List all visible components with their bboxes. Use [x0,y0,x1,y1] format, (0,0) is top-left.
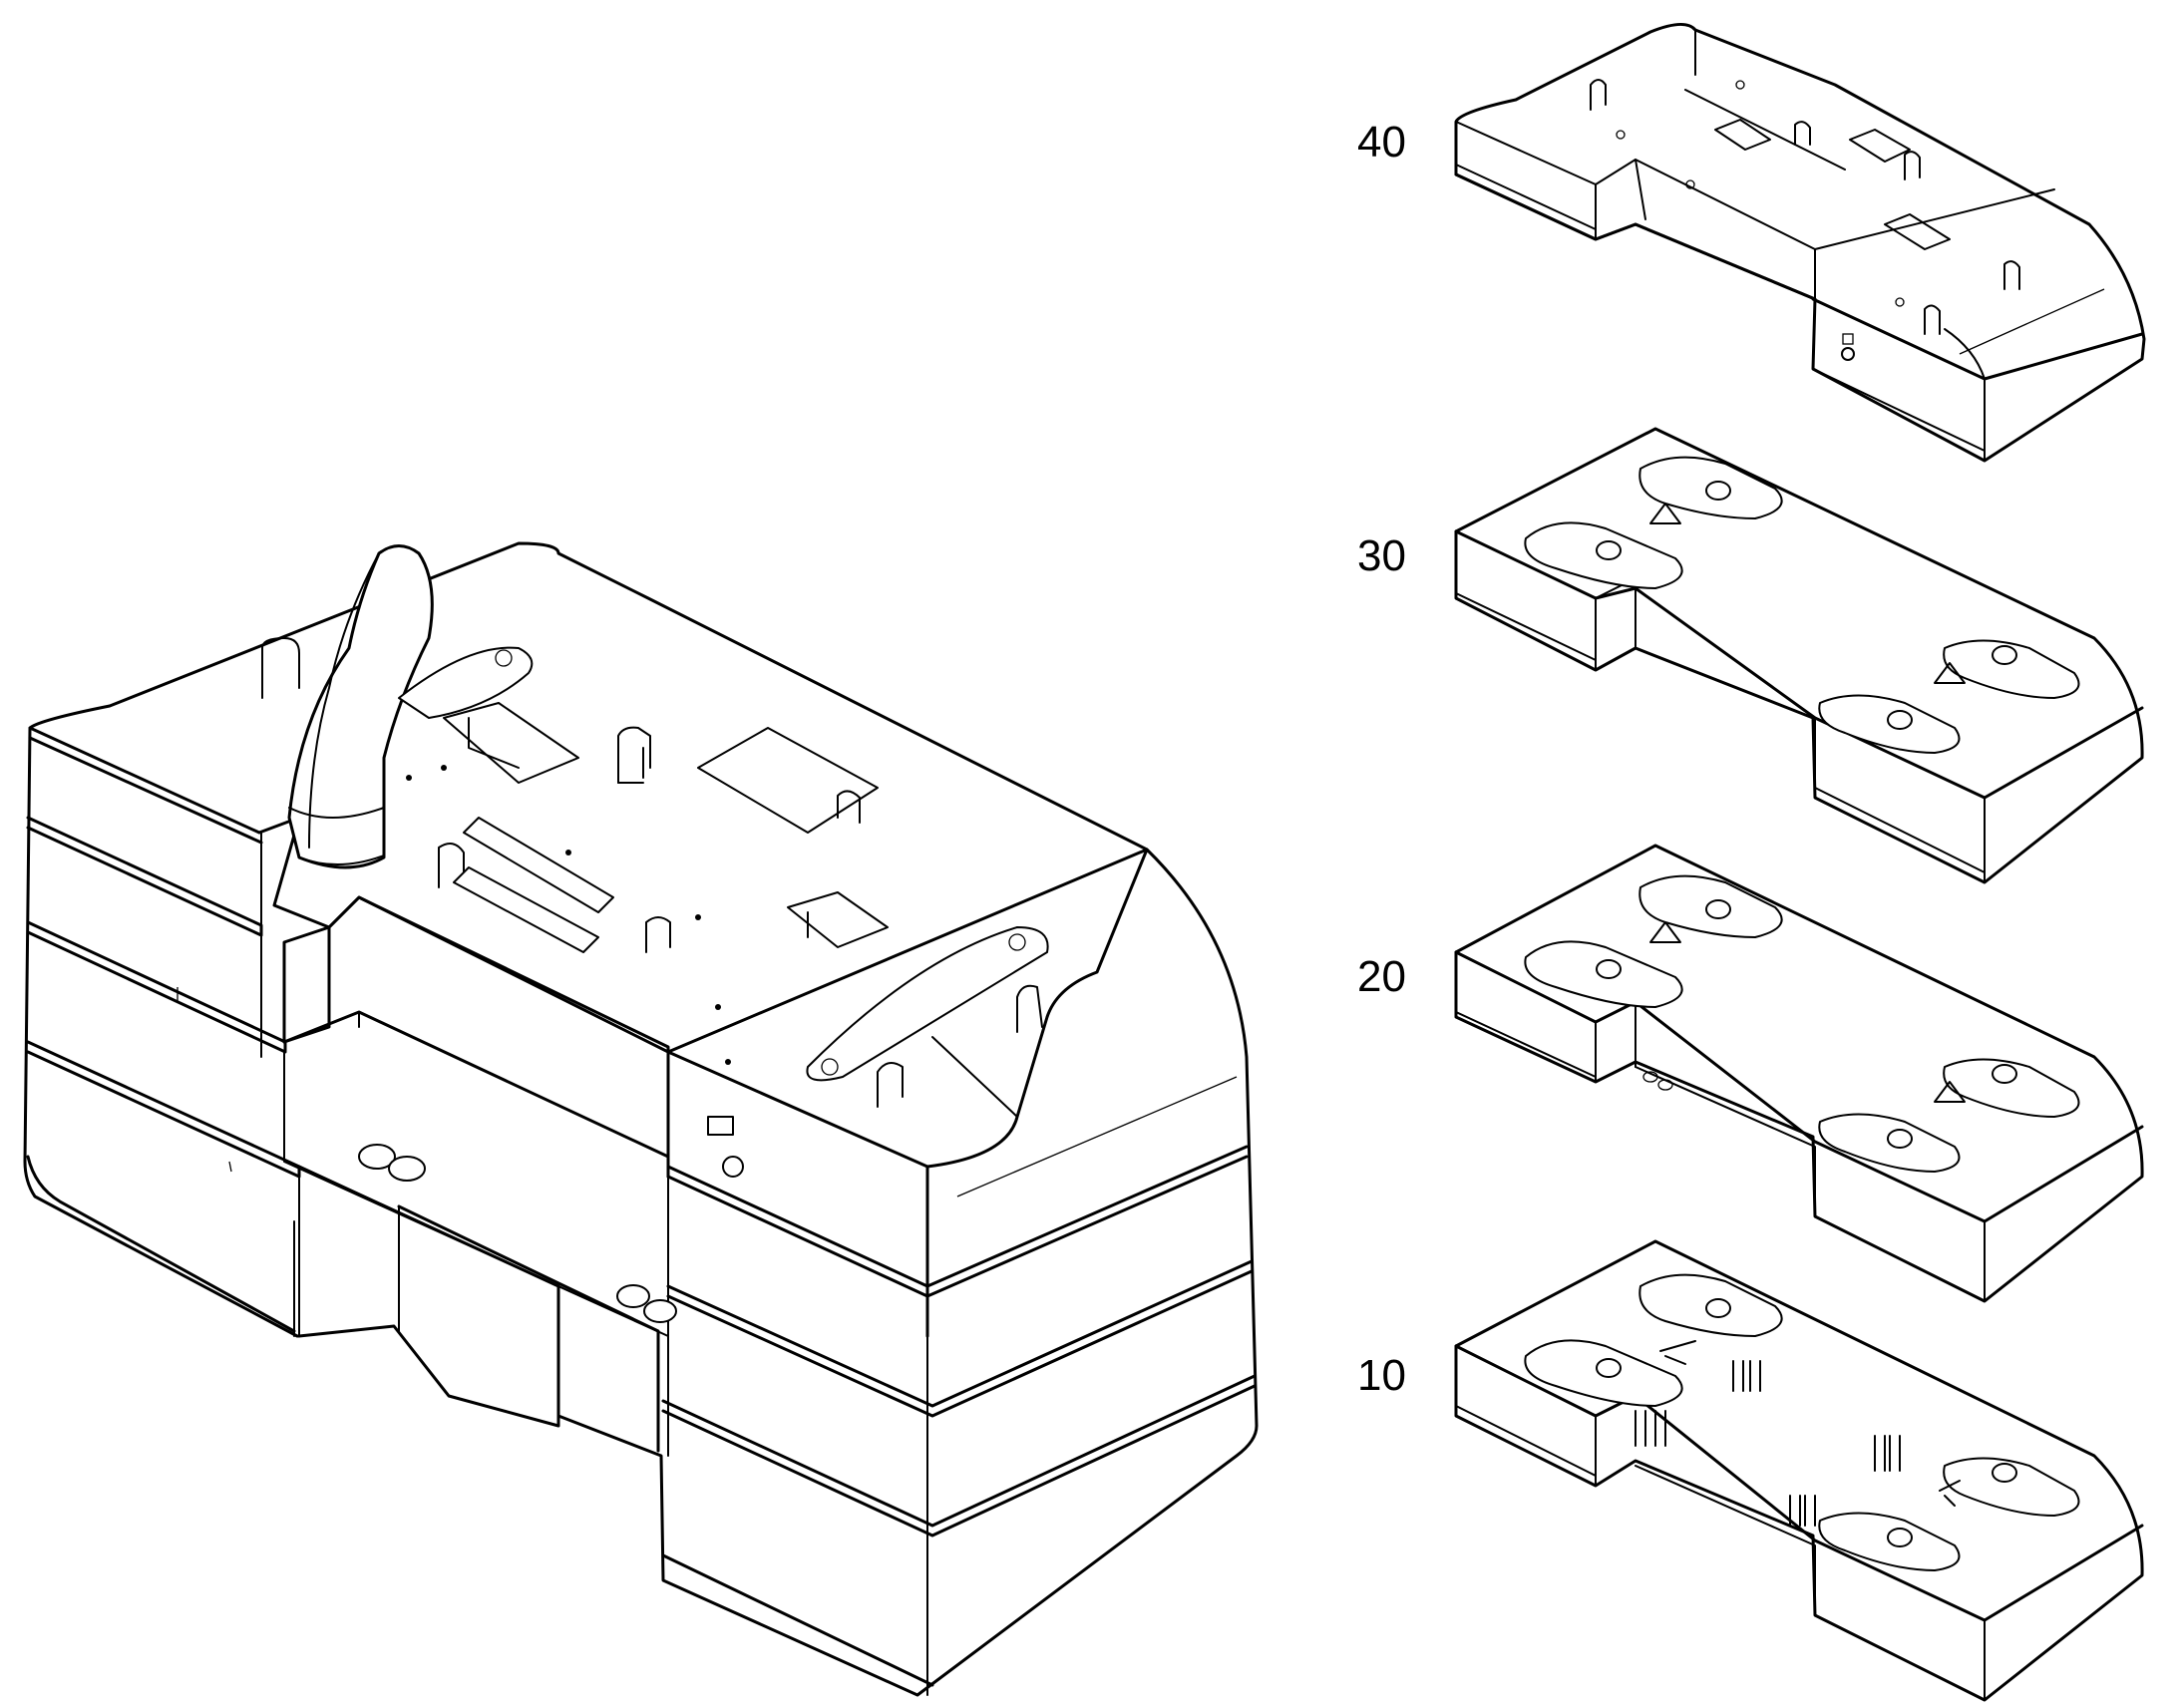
part-label-10: 10 [1357,1351,1406,1400]
assembled-counterweight [23,541,1259,1697]
part-label-30: 30 [1357,531,1406,580]
part-30-drawing [1454,427,2144,884]
part-label-20: 20 [1357,952,1406,1001]
part-40-drawing [1454,23,2146,463]
part-10-drawing [1454,1239,2144,1702]
part-20-drawing [1454,844,2144,1303]
part-label-40: 40 [1357,118,1406,167]
